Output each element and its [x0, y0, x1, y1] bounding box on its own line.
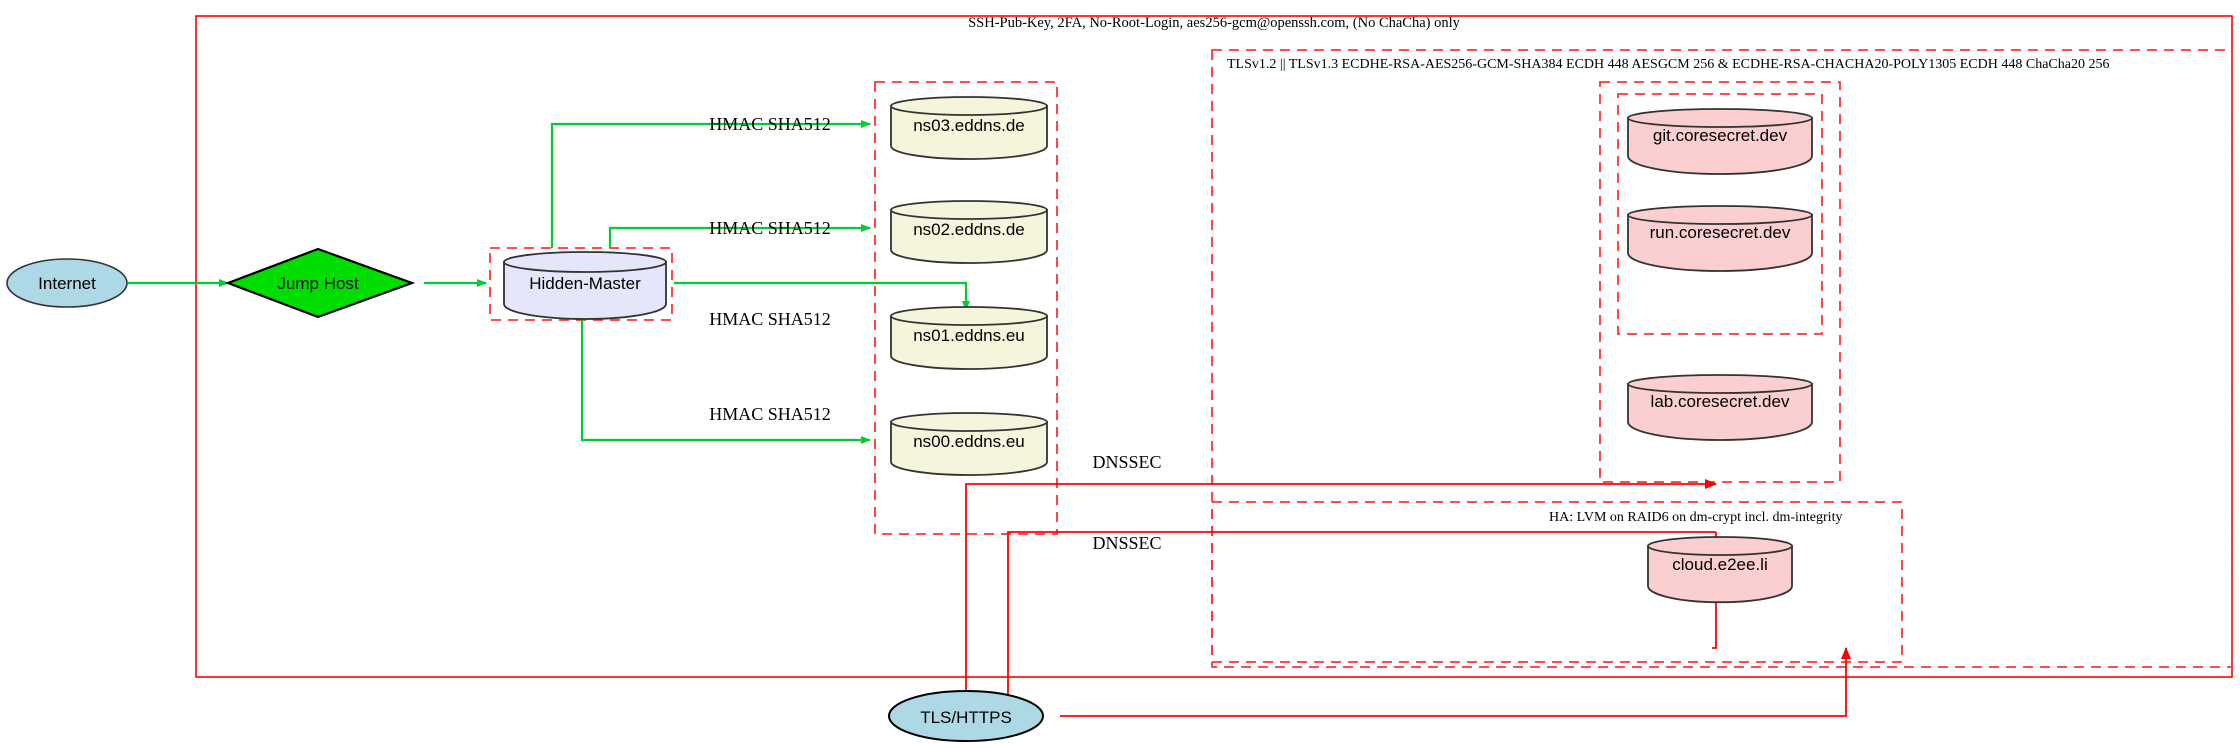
node-lab-coresecret-label: lab.coresecret.dev [1651, 392, 1790, 411]
node-cloud-e2ee[interactable]: cloud.e2ee.li [1647, 536, 1793, 604]
edge-dnssec-lower [1007, 531, 1716, 716]
edge-dnssec-upper [965, 479, 1717, 716]
node-hidden-master[interactable]: Hidden-Master [503, 251, 667, 320]
node-run-coresecret[interactable]: run.coresecret.dev [1627, 205, 1813, 272]
node-jump-host-label: Jump Host [277, 274, 359, 293]
coresecret-inner-box [1617, 93, 1823, 335]
edge-hiddenmaster-ns02 [608, 224, 871, 248]
edge-label-hmac-3: HMAC SHA512 [709, 309, 831, 329]
dns-cluster-box [874, 81, 1058, 535]
ssh-policy-note: SSH-Pub-Key, 2FA, No-Root-Login, aes256-… [968, 15, 1461, 31]
edge-tls-to-bottom-rail [1060, 700, 1847, 717]
node-internet[interactable]: Internet [6, 258, 128, 308]
edge-label-hmac-1: HMAC SHA512 [709, 114, 831, 134]
edge-label-hmac-4: HMAC SHA512 [709, 404, 831, 424]
edge-label-dnssec-1: DNSSEC [1092, 452, 1161, 472]
edge-hiddenmaster-ns01 [674, 281, 970, 311]
edge-hiddenmaster-ns00 [580, 320, 871, 444]
ha-policy-note: HA: LVM on RAID6 on dm-crypt incl. dm-in… [1549, 510, 1842, 525]
node-ns03-label: ns03.eddns.de [913, 116, 1025, 135]
coresecret-zone-box [1599, 81, 1841, 483]
node-git-coresecret[interactable]: git.coresecret.dev [1627, 108, 1813, 175]
tls-boundary-box [1211, 49, 2233, 668]
node-jump-host[interactable]: Jump Host [224, 247, 416, 319]
node-internet-label: Internet [38, 274, 96, 293]
node-lab-coresecret[interactable]: lab.coresecret.dev [1627, 374, 1813, 441]
node-ns01-label: ns01.eddns.eu [913, 326, 1025, 345]
ssh-boundary-box [195, 15, 2233, 678]
node-git-coresecret-label: git.coresecret.dev [1653, 126, 1788, 145]
node-tls-https[interactable]: TLS/HTTPS [888, 690, 1044, 742]
tls-policy-note: TLSv1.2 || TLSv1.3 ECDHE-RSA-AES256-GCM-… [1227, 57, 2109, 72]
node-hidden-master-label: Hidden-Master [529, 274, 641, 293]
ha-cluster-box [1211, 501, 1903, 663]
node-ns03[interactable]: ns03.eddns.de [890, 96, 1048, 160]
edge-hiddenmaster-ns03 [550, 120, 871, 248]
node-ns00-label: ns00.eddns.eu [913, 432, 1025, 451]
node-cloud-e2ee-label: cloud.e2ee.li [1672, 555, 1767, 574]
node-ns02-label: ns02.eddns.de [913, 220, 1025, 239]
node-ns02[interactable]: ns02.eddns.de [890, 200, 1048, 264]
node-run-coresecret-label: run.coresecret.dev [1650, 223, 1791, 242]
edge-label-hmac-2: HMAC SHA512 [709, 218, 831, 238]
node-ns00[interactable]: ns00.eddns.eu [890, 412, 1048, 476]
edge-label-dnssec-2: DNSSEC [1092, 533, 1161, 553]
node-tls-https-label: TLS/HTTPS [920, 708, 1012, 727]
node-ns01[interactable]: ns01.eddns.eu [890, 306, 1048, 370]
